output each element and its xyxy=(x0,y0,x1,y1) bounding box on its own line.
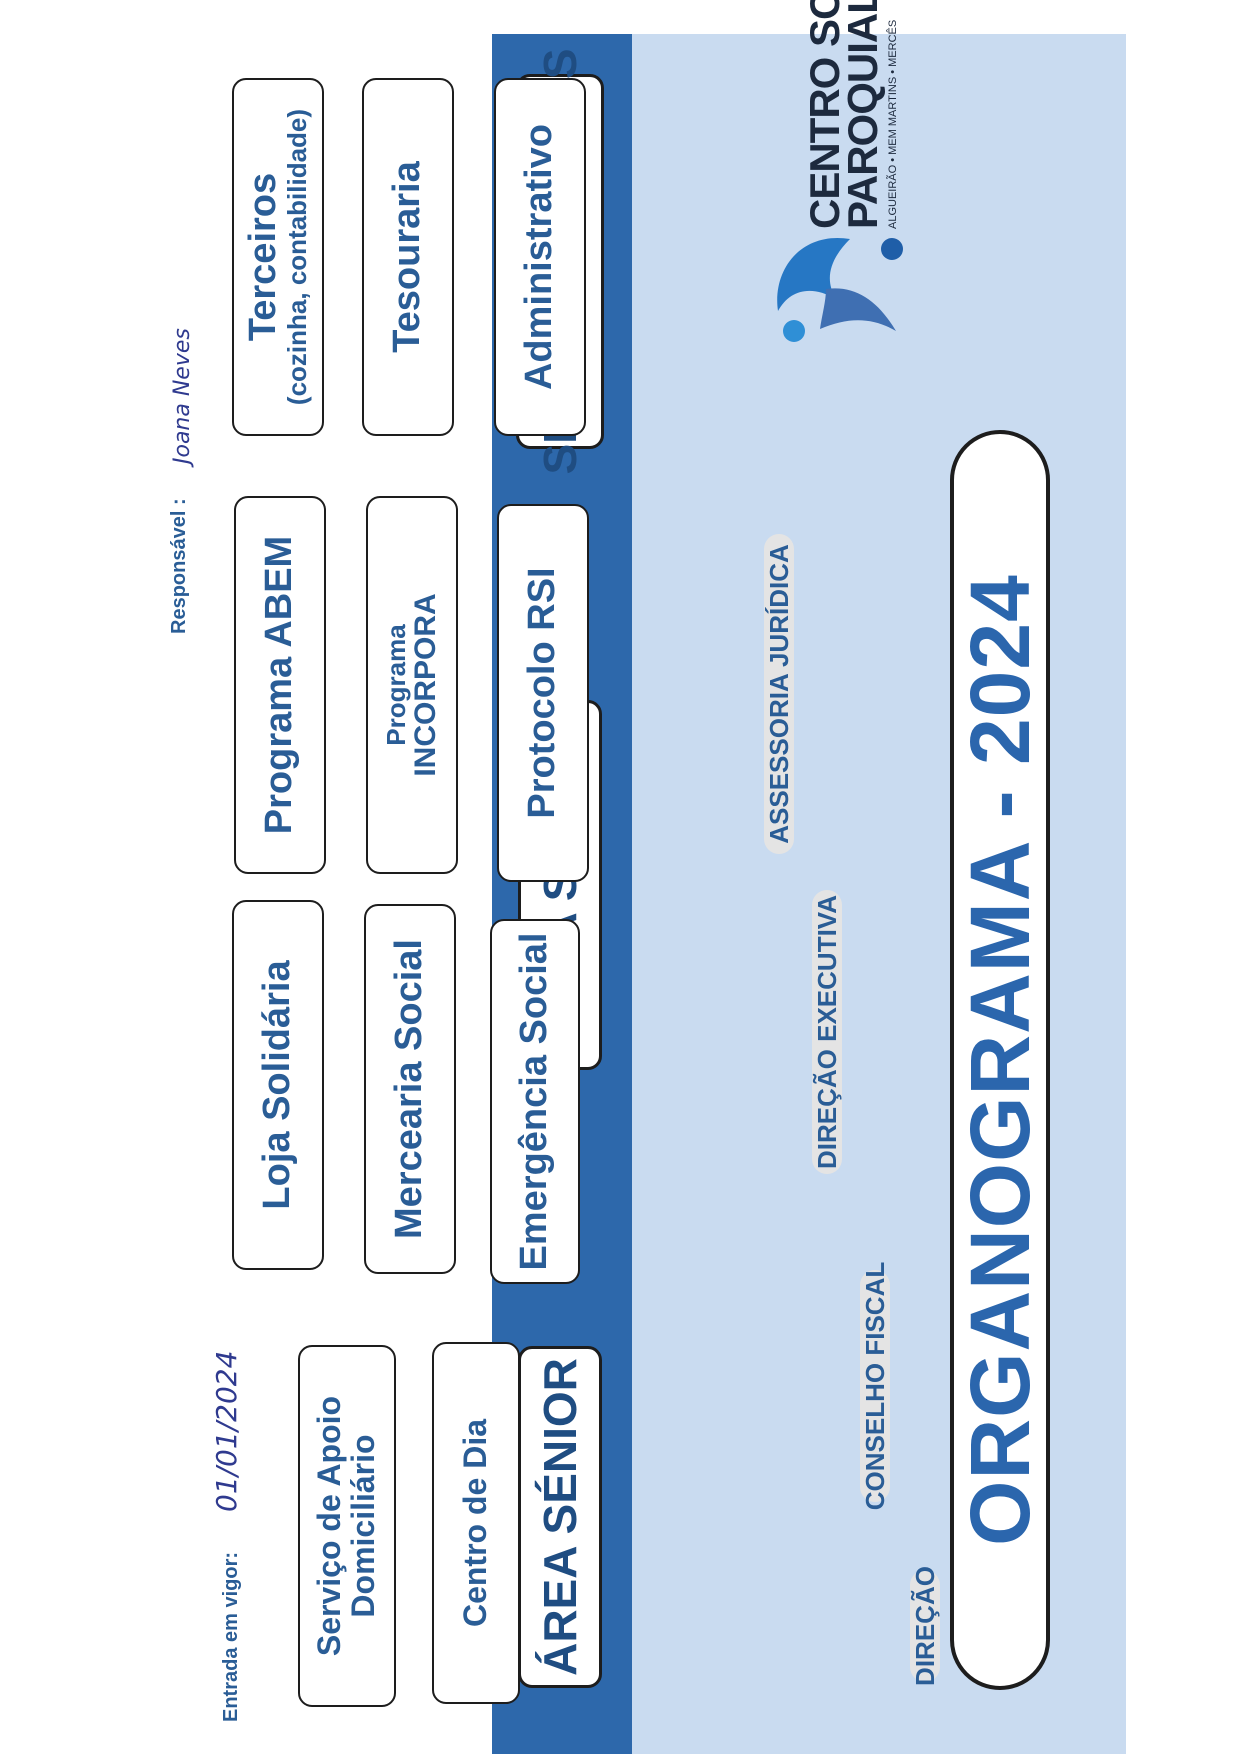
item-label: Administrativo xyxy=(518,123,561,391)
item-label: Terceiros xyxy=(242,172,285,342)
item-administrativo: Administrativo xyxy=(494,78,586,436)
item-label: Serviço de Apoio Domiciliário xyxy=(311,1395,381,1657)
item-servico-apoio-domiciliario: Serviço de Apoio Domiciliário xyxy=(298,1345,396,1707)
item-label: Protocolo RSI xyxy=(521,567,564,819)
logo-figure-icon xyxy=(777,237,903,342)
item-label: Centro de Dia xyxy=(457,1418,494,1628)
governance-assessoria-juridica: ASSESSORIA JURÍDICA xyxy=(764,534,794,854)
item-label: Mercearia Social xyxy=(388,939,431,1239)
responsible-signature: Joana Neves xyxy=(170,328,195,464)
item-label-line-1: Programa xyxy=(380,624,411,746)
item-terceiros: Terceiros (cozinha, contabilidade) xyxy=(232,78,324,436)
item-protocolo-rsi: Protocolo RSI xyxy=(497,504,589,882)
item-label-line-2: INCORPORA xyxy=(408,593,442,777)
item-mercearia-social: Mercearia Social xyxy=(364,904,456,1274)
item-sublabel: (cozinha, contabilidade) xyxy=(282,108,313,406)
item-emergencia-social: Emergência Social xyxy=(490,919,580,1284)
item-programa-incorpora: Programa INCORPORA xyxy=(366,496,458,874)
item-label: Tesouraria xyxy=(386,161,429,353)
item-label: Programa ABEM xyxy=(258,535,301,835)
responsible-label-text: Responsável : xyxy=(168,498,190,634)
item-label: Loja Solidária xyxy=(256,960,299,1210)
governance-direcao-executiva: DIREÇÃO EXECUTIVA xyxy=(812,890,842,1174)
item-programa-abem: Programa ABEM xyxy=(234,496,326,874)
item-loja-solidaria: Loja Solidária xyxy=(232,900,324,1270)
page-title: ORGANOGRAMA - 2024 xyxy=(950,430,1050,1690)
logo-line-3: ALGUEIRÃO • MEM MARTINS • MERCÊS xyxy=(887,19,899,229)
item-centro-de-dia: Centro de Dia xyxy=(432,1342,520,1704)
entry-date-handwritten: 01/01/2024 xyxy=(210,1350,243,1512)
item-tesouraria: Tesouraria xyxy=(362,78,454,436)
entry-date-label: Entrada em vigor: xyxy=(220,1551,242,1722)
logo: CENTRO SOCIAL PAROQUIAL ALGUEIRÃO • MEM … xyxy=(760,0,1060,359)
governance-direcao: DIREÇÃO xyxy=(909,1566,940,1686)
item-label: Emergência Social xyxy=(513,932,556,1271)
governance-conselho-fiscal: CONSELHO FISCAL xyxy=(859,1261,890,1511)
area-senior-header: ÁREA SÉNIOR xyxy=(518,1346,602,1688)
logo-line-2: PAROQUIAL xyxy=(839,0,886,229)
